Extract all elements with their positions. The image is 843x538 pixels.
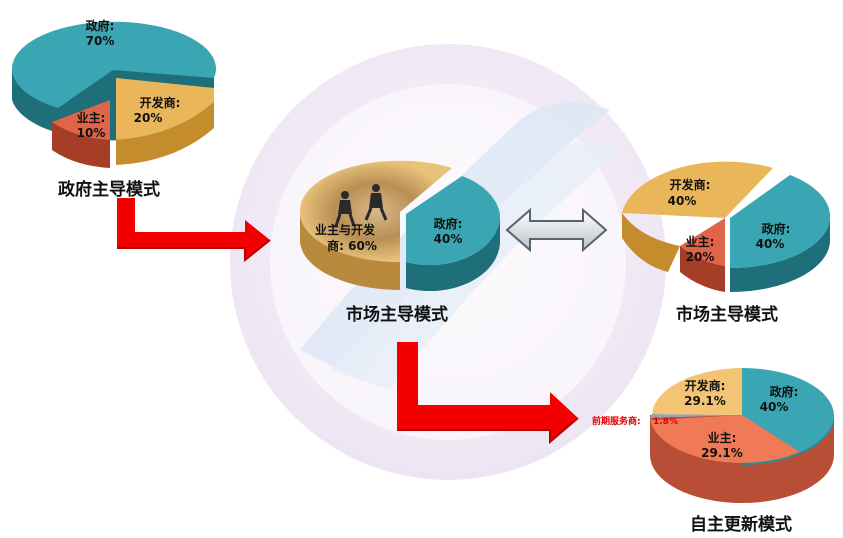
bent-arrow-icon [397, 342, 579, 445]
pie4-label-gov-value: 40% [760, 400, 789, 414]
pie2-label-market-value: 商: 60% [327, 238, 377, 253]
pie4-slice-owner [650, 415, 800, 463]
pie4-chart [650, 368, 835, 503]
pie1-label-dev-value: 20% [134, 111, 163, 125]
double-arrow-icon [505, 207, 608, 253]
pie4-slice-service [650, 414, 742, 418]
pie1-label-gov-name: 政府: [86, 18, 115, 33]
pie2-label-gov-name: 政府: [434, 216, 463, 231]
pie4-label-service-name: 前期服务商: [592, 415, 641, 427]
pie3-label-dev-value: 40% [668, 194, 697, 208]
pie3-chart [622, 161, 831, 293]
pie3-label-gov-value: 40% [756, 237, 785, 251]
wrestlers-photo-icon [334, 184, 388, 227]
pie1-slice-owner [52, 100, 110, 140]
pie3-label-dev-name: 开发商: [670, 177, 711, 192]
pie4-label-gov-name: 政府: [770, 384, 799, 399]
pie1-slice-gov [12, 21, 217, 108]
pie2-slice-market [299, 160, 452, 262]
pie4-label-service-value: 1.8% [653, 417, 678, 427]
pie1-label-dev-name: 开发商: [140, 95, 181, 110]
pie2-label-gov-value: 40% [434, 232, 463, 246]
pie4-title: 自主更新模式 [690, 515, 792, 535]
pie3-label-owner-value: 20% [686, 250, 715, 264]
bent-arrow-icon [117, 198, 271, 263]
pie1-label-owner-value: 10% [77, 126, 106, 140]
pie4-label-dev-value: 29.1% [684, 394, 726, 408]
pie4-slice-dev [652, 368, 742, 415]
pie2-title: 市场主导模式 [346, 305, 448, 325]
pie4-label-owner-name: 业主: [708, 430, 737, 445]
pie1-slice-dev [116, 78, 214, 140]
pie4-slice-gov [742, 368, 834, 452]
pie3-label-owner-name: 业主: [686, 234, 715, 249]
pie3-label-gov-name: 政府: [762, 221, 791, 236]
pie1-label-gov-value: 70% [86, 34, 115, 48]
pie4-label-owner-value: 29.1% [701, 446, 743, 460]
pie1-label-owner-name: 业主: [77, 110, 106, 125]
pie2-label-market-name: 业主与开发 [315, 222, 376, 237]
pie3-slice-gov [730, 175, 831, 268]
pie3-title: 市场主导模式 [676, 305, 778, 325]
pie4-label-dev-name: 开发商: [685, 378, 726, 393]
pie2-chart [299, 160, 501, 292]
pie2-slice-gov [406, 176, 501, 266]
pie3-slice-dev [622, 161, 773, 218]
pie1-title: 政府主导模式 [58, 180, 160, 200]
pie3-slice-owner [680, 218, 725, 266]
pie1-chart [12, 21, 217, 168]
